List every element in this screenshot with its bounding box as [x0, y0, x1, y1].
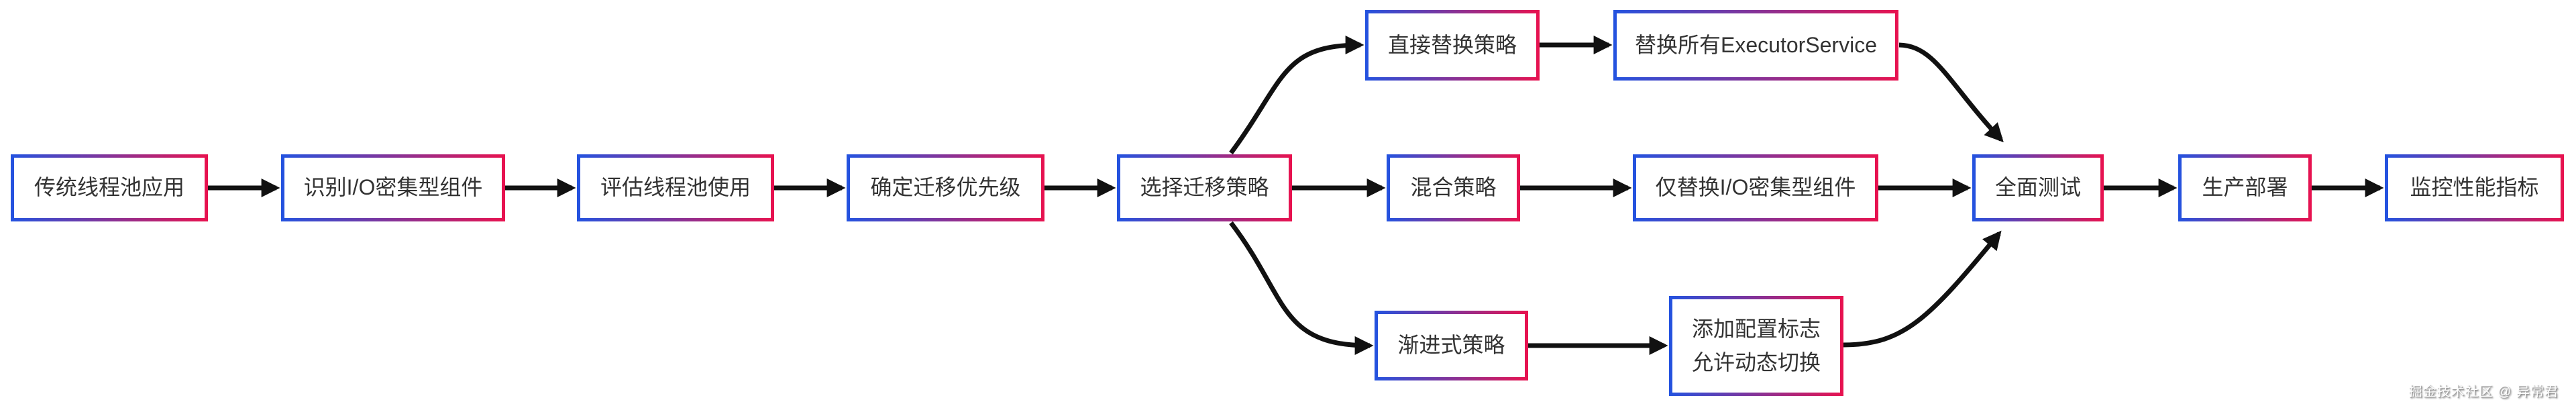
watermark: 掘金技术社区 @ 异常君 — [2408, 385, 2559, 399]
edge-config-flag-to-testing — [1843, 230, 2002, 348]
node-replace-only-io-components: 仅替换I/O密集型组件 — [1633, 154, 1878, 221]
node-replace-all-executorservice: 替换所有ExecutorService — [1613, 10, 1898, 81]
node-monitor-performance-metrics: 监控性能指标 — [2385, 154, 2564, 221]
node-choose-migration-strategy: 选择迁移策略 — [1117, 154, 1292, 221]
node-production-deployment: 生产部署 — [2178, 154, 2312, 221]
node-comprehensive-testing: 全面测试 — [1972, 154, 2104, 221]
edge-strategy-to-direct — [1229, 36, 1364, 155]
node-add-config-flag-dynamic-switch: 添加配置标志 允许动态切换 — [1669, 296, 1843, 396]
node-direct-replacement-strategy: 直接替换策略 — [1365, 10, 1540, 81]
node-hybrid-strategy: 混合策略 — [1387, 154, 1520, 221]
edge-strategy-to-progressive — [1229, 221, 1374, 355]
node-determine-migration-priority: 确定迁移优先级 — [847, 154, 1044, 221]
node-traditional-thread-pool-app: 传统线程池应用 — [11, 154, 208, 221]
node-evaluate-thread-pool-usage: 评估线程池使用 — [577, 154, 774, 221]
node-identify-io-intensive-components: 识别I/O密集型组件 — [281, 154, 505, 221]
node-progressive-strategy: 渐进式策略 — [1375, 311, 1528, 380]
edge-replace-all-to-testing — [1898, 42, 2004, 143]
